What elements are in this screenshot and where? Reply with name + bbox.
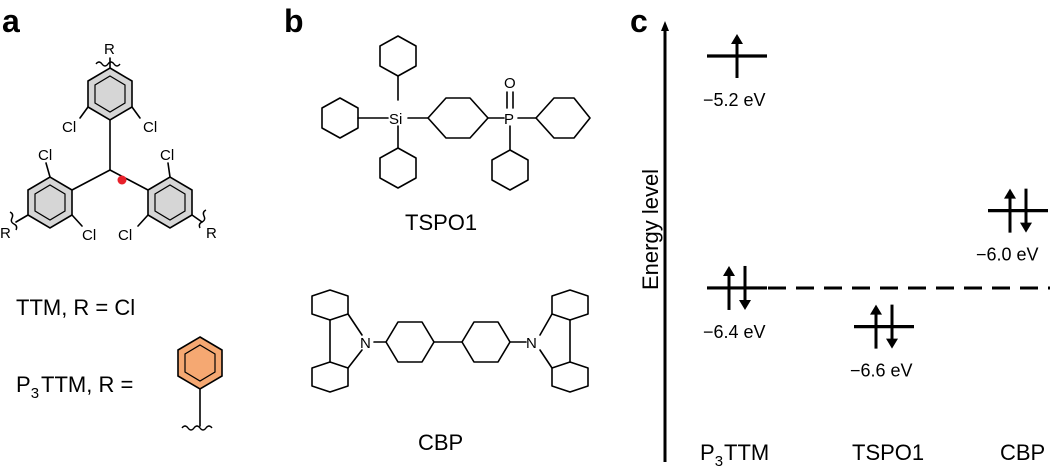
electron-down-arrow [886, 304, 898, 349]
chlorine-right-bottom: Cl [118, 227, 132, 244]
ttm-label: TTM, R = Cl [16, 295, 135, 320]
oxygen-atom: O [504, 75, 516, 92]
cbp-structure: N N [311, 289, 589, 393]
chlorine-top-left: Cl [62, 119, 76, 136]
panel-letter-b: b [284, 3, 304, 39]
svg-text:P3TTM, R =: P3TTM, R = [16, 372, 133, 402]
x-label-tspo1: TSPO1 [852, 440, 924, 465]
energy-value-label: −6.4 eV [703, 322, 766, 342]
ttm-structure: R Cl Cl Cl Cl R Cl Cl [0, 41, 217, 244]
energy-value-label: −5.2 eV [703, 90, 766, 110]
electron-up-arrow [1004, 188, 1016, 233]
ring-top-inner [94, 75, 126, 113]
svg-text:P3TTM: P3TTM [700, 440, 769, 468]
electron-down-arrow [1020, 188, 1032, 233]
chlorine-top-right: Cl [143, 119, 157, 136]
radical-dot [117, 175, 127, 185]
panel-letter-a: a [2, 3, 20, 39]
x-label-p3ttm-suffix: TTM [724, 440, 769, 465]
tspo1-label: TSPO1 [405, 210, 477, 235]
energy-level-tspo1-homo: −6.6 eV [850, 304, 914, 381]
panel-c: c Energy level −5.2 eV −6.4 eV −6.6 eV −6.0… [630, 3, 1050, 468]
nitrogen-atom-right: N [526, 335, 537, 352]
x-label-p3ttm-prefix: P [700, 440, 715, 465]
cbp-label: CBP [418, 430, 463, 455]
panel-b: b Si P O [284, 3, 591, 455]
phenyl-ring-inner [184, 344, 216, 382]
p3ttm-subscript: 3 [31, 385, 39, 402]
phenyl-substituent [177, 336, 223, 431]
silicon-atom: Si [389, 111, 402, 128]
panel-a: a R Cl Cl Cl Cl R [0, 3, 223, 431]
x-labels: P3TTM TSPO1 CBP [700, 440, 1045, 468]
substituent-r-top: R [104, 41, 115, 58]
tspo1-structure: Si P O [321, 35, 591, 191]
panel-letter-c: c [630, 3, 648, 39]
energy-value-label: −6.6 eV [850, 361, 913, 381]
substituent-r-right: R [206, 225, 217, 242]
electron-up-arrow [731, 34, 743, 78]
chlorine-left-top: Cl [38, 147, 52, 164]
electron-up-arrow [870, 304, 882, 349]
energy-level-p3ttm-somo: −5.2 eV [703, 34, 767, 110]
energy-level-cbp-homo: −6.0 eV [976, 188, 1048, 265]
electron-down-arrow [739, 265, 751, 310]
p3ttm-suffix: TTM, R = [41, 372, 133, 397]
x-label-cbp: CBP [1000, 440, 1045, 465]
energy-levels: −5.2 eV −6.4 eV −6.6 eV −6.0 eV [703, 34, 1048, 381]
phosphorus-atom: P [504, 111, 514, 128]
substituent-r-left: R [0, 225, 11, 242]
chlorine-left-bottom: Cl [82, 227, 96, 244]
p3ttm-label: P3TTM, R = [16, 372, 133, 402]
ring-right-inner [154, 184, 186, 221]
nitrogen-atom-left: N [360, 335, 371, 352]
energy-axis-title: Energy level [638, 169, 663, 290]
ring-left-inner [34, 184, 66, 221]
energy-value-label: −6.0 eV [976, 245, 1039, 265]
chlorine-right-top: Cl [160, 147, 174, 164]
x-label-p3ttm-subscript: 3 [715, 453, 723, 468]
energy-level-p3ttm-homo: −6.4 eV [703, 265, 767, 342]
p3ttm-prefix: P [16, 372, 31, 397]
electron-up-arrow [723, 265, 735, 310]
